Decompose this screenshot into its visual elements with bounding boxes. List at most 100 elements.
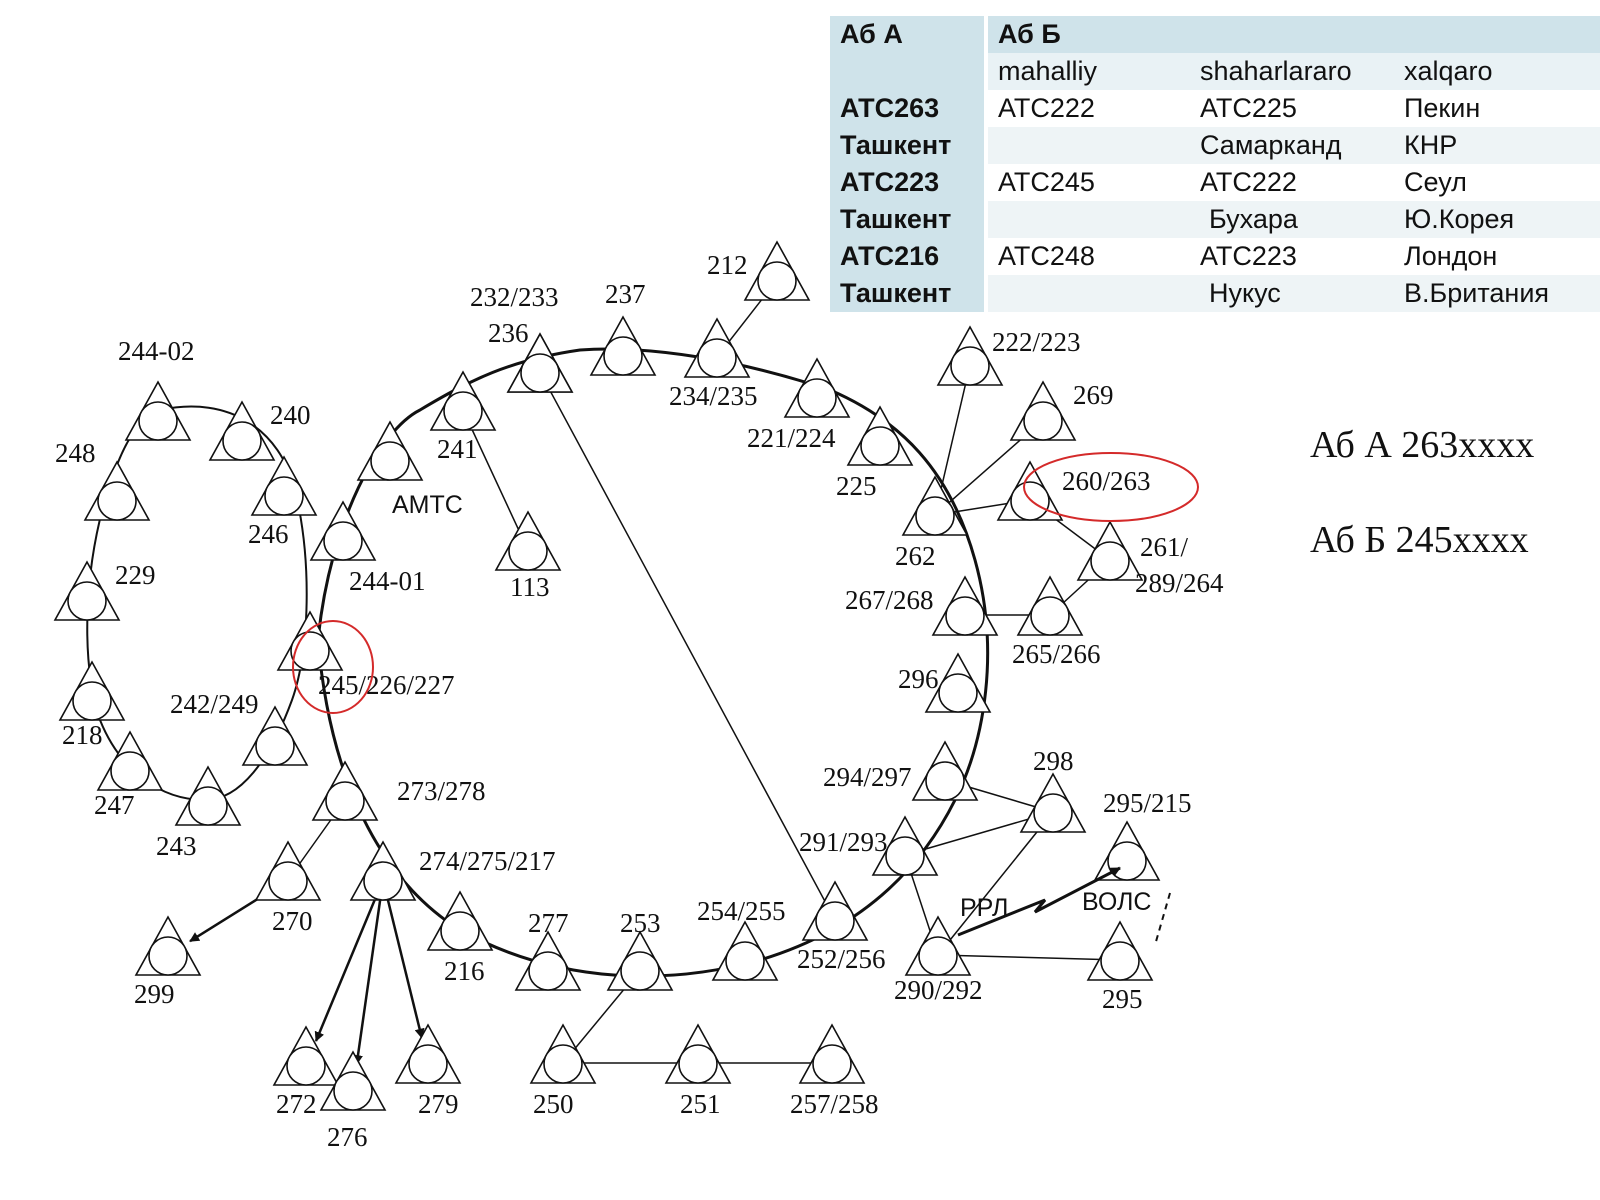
node-circle (1100, 941, 1140, 981)
node-circle (255, 726, 295, 766)
node-279: 279 (394, 1023, 462, 1119)
node-circle (925, 761, 965, 801)
row3-intl-country: В.Британия (1394, 275, 1600, 312)
node-label: 229 (115, 560, 156, 590)
node-circle (110, 751, 150, 791)
node-label: 252/256 (797, 944, 886, 974)
node-label: 241 (437, 434, 478, 464)
row3-station: АТС216 (830, 238, 986, 275)
row3-longdist-city: Нукус (1190, 275, 1394, 312)
row2-longdist: АТС222 (1190, 164, 1394, 201)
node-label: 295/215 (1103, 788, 1192, 818)
node-circle (325, 781, 365, 821)
node-circle (543, 1044, 583, 1084)
header-ab-b: Аб Б (983, 16, 1600, 53)
node-269: 269 (1009, 380, 1114, 441)
node-222-223: 222/223 (936, 325, 1081, 386)
node-circle (945, 596, 985, 636)
link-298-290-292 (937, 811, 1054, 956)
node-label: 279 (418, 1089, 459, 1119)
node-113: 113 (494, 510, 562, 602)
node-267-268: 267/268 (845, 575, 999, 636)
arrow-274-276 (352, 879, 385, 1066)
main-ring (316, 347, 990, 978)
node-circle (815, 901, 855, 941)
node-label: 257/258 (790, 1089, 879, 1119)
node-295-215: 295/215 (1093, 788, 1192, 881)
row2-longdist-city: Бухара (1190, 201, 1394, 238)
node-circle (222, 421, 262, 461)
node-218: 218 (58, 660, 126, 750)
row1-local-blank (984, 127, 1190, 164)
node-label: 218 (62, 720, 103, 750)
row1-local: АТС222 (984, 90, 1190, 127)
node-label: 274/275/217 (419, 846, 556, 876)
node-circle (408, 1044, 448, 1084)
subheader-local: mahalliy (984, 53, 1190, 90)
subheader-blank (830, 53, 986, 90)
node-circle (520, 353, 560, 393)
node-circle (1030, 596, 1070, 636)
node-amts (356, 420, 424, 481)
node-circle (757, 261, 797, 301)
header-ab-a: Аб А (830, 16, 986, 53)
row3-local-blank (984, 275, 1190, 312)
node-circle (188, 786, 228, 826)
node-label: 260/263 (1062, 466, 1151, 496)
node-232-233: 232/233 (470, 282, 574, 393)
node-241: 241 (429, 370, 497, 464)
node-label: 245/226/227 (318, 670, 455, 700)
node-276: 276 (319, 1050, 387, 1152)
node-label: 248 (55, 438, 96, 468)
node-circle (1090, 541, 1130, 581)
node-circle (528, 951, 568, 991)
node-label: 298 (1033, 746, 1074, 776)
node-246: 246 (248, 455, 318, 549)
node-label: 296 (898, 664, 939, 694)
node-circle (603, 336, 643, 376)
link-236-252-256 (539, 371, 836, 921)
node-label: 212 (707, 250, 748, 280)
node-label: 240 (270, 400, 311, 430)
node-circle (697, 338, 737, 378)
node-234-235: 234/235 (669, 317, 758, 411)
node-circle (290, 631, 330, 671)
node-291-293: 291/293 (799, 815, 939, 876)
node-252-256: 252/256 (797, 880, 886, 974)
node-label: 291/293 (799, 827, 888, 857)
row1-intl-country: КНР (1394, 127, 1600, 164)
node-label: 250 (533, 1089, 574, 1119)
node-260-263: 260/263 (996, 460, 1151, 521)
node-244-02: 244-02 (118, 336, 195, 441)
node-label: 295 (1102, 984, 1143, 1014)
link-241-113 (462, 409, 529, 551)
node-label: 243 (156, 831, 197, 861)
row2-intl: Сеул (1394, 164, 1600, 201)
node-label: 232/233 (470, 282, 559, 312)
node-225: 225 (836, 405, 914, 501)
node-circle (1033, 793, 1073, 833)
arrow-274-279 (381, 879, 425, 1039)
node-label: 251 (680, 1089, 721, 1119)
node-243: 243 (156, 765, 242, 861)
subheader-intl: xalqaro (1394, 53, 1600, 90)
node-251: 251 (664, 1023, 732, 1119)
node-label: 244-02 (118, 336, 195, 366)
node-circle (885, 836, 925, 876)
node-295: 295 (1086, 920, 1154, 1014)
node-circle (268, 861, 308, 901)
node-270: 270 (254, 840, 322, 936)
row2-station: АТС223 (830, 164, 986, 201)
row1-city: Ташкент (830, 127, 986, 164)
node-circle (443, 391, 483, 431)
node-circle (67, 581, 107, 621)
node-254-255: 254/255 (697, 896, 786, 981)
node-274: 274/275/217 (349, 840, 556, 901)
row3-city: Ташкент (830, 275, 986, 312)
node-240: 240 (208, 400, 311, 461)
node-label: 237 (605, 279, 646, 309)
subheader-longdist: shaharlararo (1190, 53, 1394, 90)
node-circle (678, 1044, 718, 1084)
arrow-274-272 (314, 879, 385, 1042)
node-label: 236 (488, 318, 529, 348)
